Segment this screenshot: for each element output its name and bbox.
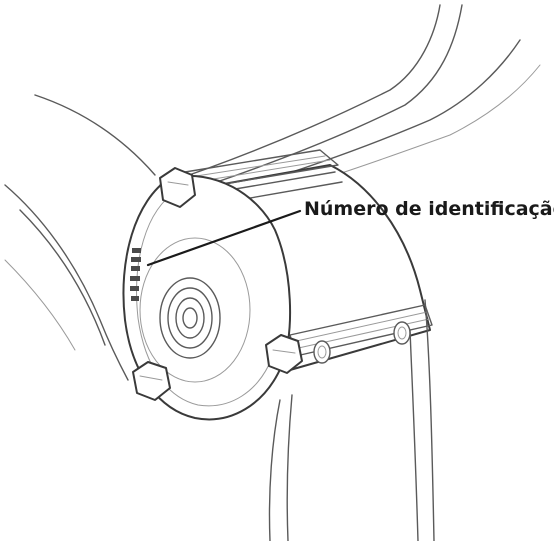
id-number-label: Número de identificação bbox=[304, 198, 554, 220]
